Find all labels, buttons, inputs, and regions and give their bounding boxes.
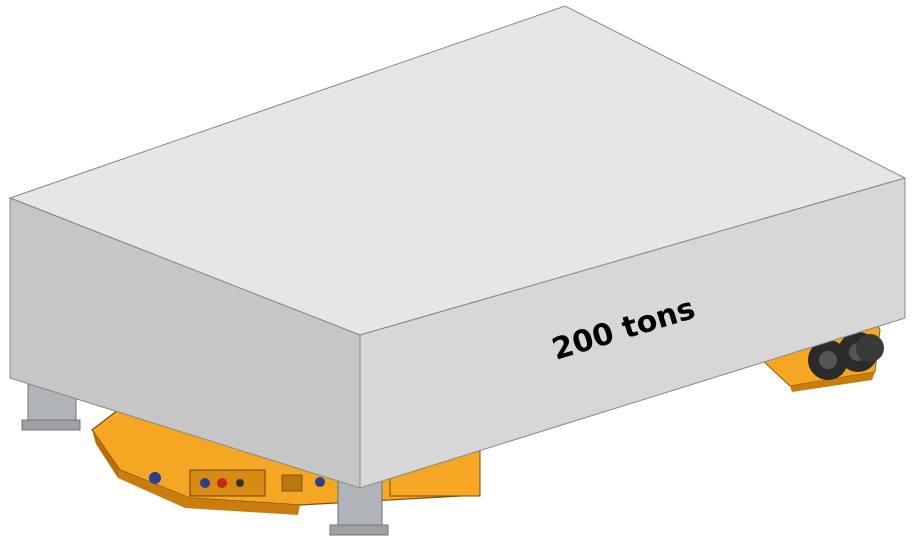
- concrete-block: [8, 5, 907, 489]
- block-side-face: [359, 177, 906, 489]
- wheel-icon: [808, 340, 848, 380]
- support-leg-icon: [329, 477, 389, 536]
